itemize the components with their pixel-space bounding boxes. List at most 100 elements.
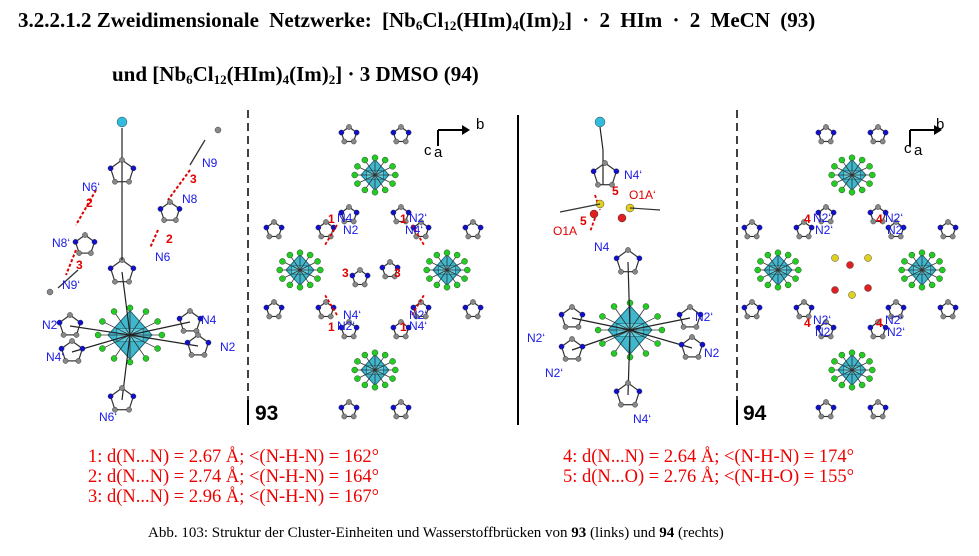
nitrogen-atom: [338, 209, 345, 216]
carbon-atom: [398, 319, 404, 325]
nitrogen-atom: [405, 404, 412, 411]
carbon-atom: [393, 333, 400, 340]
bond: [834, 361, 853, 371]
nitrogen-atom: [405, 324, 412, 331]
nitrogen-atom: [579, 311, 586, 318]
carbon-atom: [823, 399, 829, 405]
carbon-atom: [346, 124, 352, 130]
carbon-atom: [875, 124, 881, 130]
atom-label-oxygen: O1A‘: [629, 188, 656, 202]
carbon-atom: [112, 406, 118, 413]
carbon-atom: [823, 204, 829, 210]
carbon-atom: [940, 233, 947, 240]
chlorine-atom: [464, 266, 471, 274]
chlorine-atom: [610, 303, 618, 310]
nitrogen-atom: [756, 304, 763, 311]
hbond-number: 4: [876, 316, 883, 330]
nitrogen-atom: [390, 209, 397, 216]
chlorine-atom: [433, 281, 441, 289]
carbon-atom: [744, 233, 751, 240]
chlorine-atom: [831, 180, 838, 187]
nitrogen-atom: [338, 404, 345, 411]
chlorine-atom: [158, 331, 166, 339]
chlorine-atom: [928, 281, 936, 289]
chlorine-atom: [126, 304, 134, 312]
hbond-number: 1: [400, 212, 407, 226]
carbon-atom: [893, 219, 899, 225]
chlorine-atom: [869, 171, 876, 179]
axis-label-a: a: [914, 142, 923, 159]
atom-label: N2‘: [409, 211, 428, 225]
carbon-atom: [595, 181, 601, 188]
axis-label-b: b: [476, 116, 485, 133]
hbond-entry: 5: d(N...O) = 2.76 Å; <(N-H-O) = 155°: [563, 467, 854, 487]
nitrogen-atom: [815, 209, 822, 216]
hbond-number: 1: [328, 320, 335, 334]
bond: [357, 174, 376, 184]
nitrogen-atom: [338, 129, 345, 136]
bond: [851, 174, 870, 184]
chlorine-atom: [792, 258, 799, 265]
carbon-atom: [470, 299, 476, 305]
bond: [571, 317, 631, 331]
nitrogen-atom: [882, 129, 889, 136]
carbon-atom: [569, 304, 575, 310]
carbon-atom: [693, 324, 700, 330]
chlorine-atom: [354, 375, 361, 382]
nitrogen-atom: [353, 324, 360, 331]
axis-arrow-b: [462, 125, 470, 135]
carbon-atom: [818, 218, 825, 225]
carbon-atom: [318, 313, 325, 320]
hbond-number: 5: [580, 214, 587, 228]
carbon-atom: [818, 333, 825, 340]
bond: [851, 166, 870, 176]
carbon-atom: [346, 319, 352, 325]
nitrogen-atom: [338, 324, 345, 331]
carbon-atom: [46, 288, 54, 296]
nitrogen-atom: [394, 264, 401, 271]
atom-label: N6: [155, 250, 171, 264]
chlorine-atom: [110, 355, 118, 362]
bond: [602, 329, 631, 344]
carbon-atom: [695, 354, 702, 360]
bond: [129, 321, 158, 336]
atom-label: N9: [202, 156, 218, 170]
nitrogen-atom: [830, 129, 837, 136]
caption-text: (links) und: [586, 525, 660, 541]
nitrogen-atom: [462, 304, 469, 311]
carbon-atom: [382, 273, 389, 280]
carbon-atom: [75, 358, 82, 364]
carbon-atom: [801, 299, 807, 305]
bond: [613, 329, 631, 354]
atom-label-oxygen: O1A: [553, 224, 578, 238]
nitrogen-atom: [613, 255, 620, 262]
nitrogen-atom: [58, 345, 65, 352]
nitrogen-atom: [130, 265, 137, 272]
nitrogen-atom: [808, 304, 815, 311]
chlorine-atom: [918, 284, 926, 291]
chlorine-atom: [443, 249, 451, 256]
bond: [129, 311, 147, 336]
nitrogen-atom: [867, 209, 874, 216]
carbon-atom: [88, 250, 94, 256]
chlorine-atom: [764, 251, 772, 259]
nitrogen-atom: [697, 311, 704, 318]
chlorine-atom: [361, 156, 369, 164]
chlorine-atom: [389, 375, 396, 382]
chlorine-atom: [426, 275, 433, 282]
bond: [357, 369, 376, 379]
carbon-atom: [949, 313, 956, 320]
chlorine-atom: [866, 375, 873, 382]
carbon-atom: [82, 232, 88, 238]
chlorine-atom: [642, 350, 650, 357]
nitrogen-atom: [364, 272, 371, 279]
chlorine-atom: [154, 318, 161, 325]
nitrogen-atom: [390, 404, 397, 411]
carbon-atom: [318, 233, 325, 240]
carbon-atom: [398, 204, 404, 210]
carbon-atom: [350, 413, 357, 420]
bond: [113, 311, 131, 336]
nitrogen-atom: [636, 388, 643, 395]
carbon-atom: [796, 313, 803, 320]
carbon-atom: [940, 313, 947, 320]
